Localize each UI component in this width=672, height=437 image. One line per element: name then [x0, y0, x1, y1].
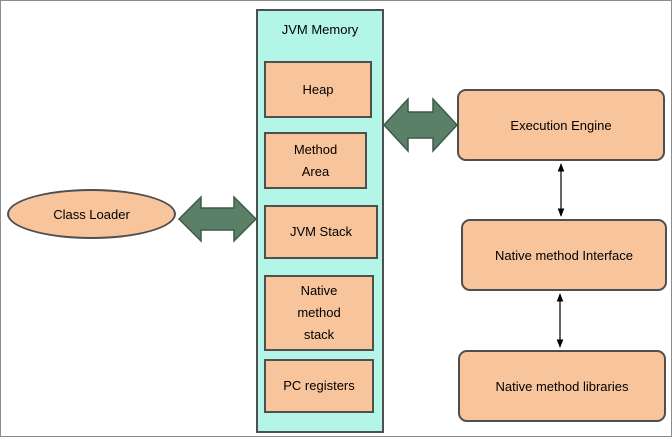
jvm-stack-label: JVM Stack — [289, 224, 353, 239]
native-stack-label-line2: method — [297, 305, 341, 320]
native-stack-label-line3: stack — [303, 327, 335, 342]
native-interface-label: Native method Interface — [494, 247, 634, 263]
class-loader-label: Class Loader — [53, 206, 130, 222]
native-method-stack-box: Native method stack — [264, 275, 374, 351]
class-loader-node: Class Loader — [7, 189, 176, 239]
method-area-label-line1: Method — [293, 141, 338, 157]
method-area-label-line2: Area — [301, 163, 330, 179]
native-stack-label-line1: Native — [300, 283, 338, 298]
pc-registers-label: PC registers — [283, 378, 355, 393]
native-libraries-label: Native method libraries — [495, 378, 629, 394]
pc-registers-box: PC registers — [264, 359, 374, 413]
native-method-libraries-node: Native method libraries — [458, 350, 666, 422]
execution-engine-label: Execution Engine — [510, 117, 612, 133]
method-area-box: Method Area — [264, 132, 367, 189]
heap-label: Heap — [302, 81, 334, 97]
execution-engine-node: Execution Engine — [457, 89, 665, 161]
native-method-interface-node: Native method Interface — [461, 219, 667, 291]
memory-execution-double-arrow — [382, 97, 459, 153]
class-loader-memory-double-arrow — [177, 195, 258, 243]
jvm-memory-title: JVM Memory — [281, 22, 359, 37]
jvm-stack-box: JVM Stack — [264, 205, 378, 259]
heap-box: Heap — [264, 61, 372, 118]
